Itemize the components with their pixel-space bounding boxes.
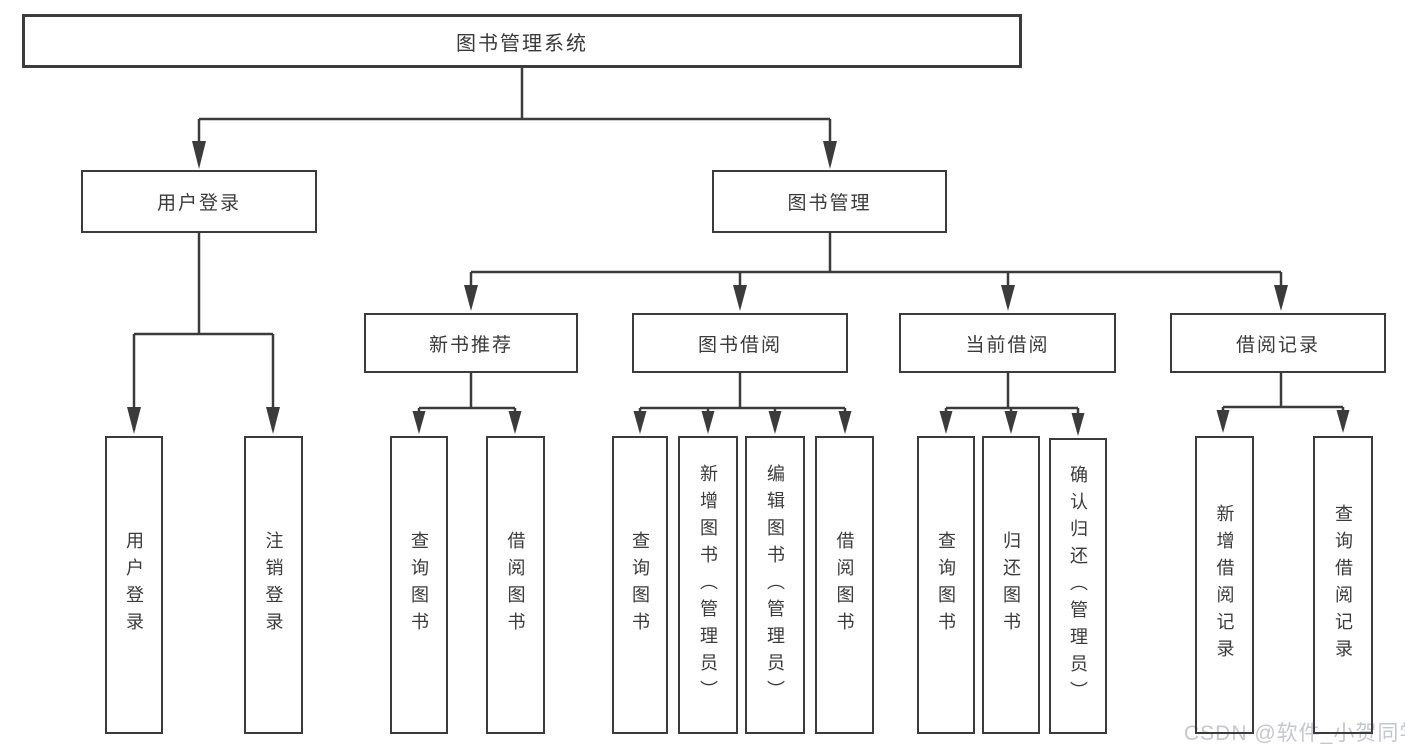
node-user-login: 用户登录 [81, 170, 317, 233]
node-borrow-record: 借阅记录 [1170, 313, 1386, 373]
leaf-return-books: 归还图书 [982, 436, 1040, 734]
leaf-logout: 注销登录 [244, 436, 303, 734]
leaf-borrow-books-2: 借阅图书 [815, 436, 874, 734]
watermark: CSDN @软件_小贺同学 [1184, 722, 1405, 745]
leaf-query-books-1: 查询图书 [390, 436, 448, 734]
node-current-borrow: 当前借阅 [899, 313, 1116, 373]
leaf-add-borrow-record: 新增借阅记录 [1195, 436, 1254, 734]
leaf-borrow-books-1: 借阅图书 [486, 436, 545, 734]
node-library-management-system: 图书管理系统 [22, 14, 1022, 68]
leaf-query-books-3: 查询图书 [917, 436, 975, 734]
leaf-edit-books-admin: 编辑图书（管理员） [745, 436, 805, 734]
leaf-confirm-return-admin: 确认归还（管理员） [1049, 438, 1107, 734]
node-book-borrow: 图书借阅 [632, 313, 848, 373]
connector-paths [132, 68, 1345, 432]
arrowheads [127, 141, 1350, 436]
leaf-query-books-2: 查询图书 [612, 436, 668, 734]
leaf-query-borrow-record: 查询借阅记录 [1313, 436, 1373, 734]
leaf-user-login: 用户登录 [105, 436, 163, 734]
leaf-add-books-admin: 新增图书（管理员） [678, 436, 738, 734]
node-new-book-recommend: 新书推荐 [364, 313, 578, 373]
node-book-management: 图书管理 [712, 170, 947, 233]
